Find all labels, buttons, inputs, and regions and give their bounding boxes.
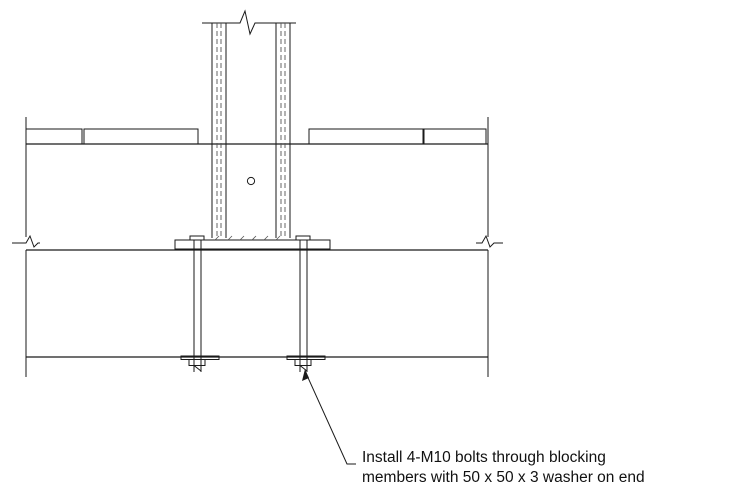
leader-line bbox=[302, 369, 356, 465]
note-line-1: Install 4-M10 bolts through blocking bbox=[362, 449, 606, 466]
right-bolt-head bbox=[295, 235, 311, 241]
lower-blocking-member bbox=[25, 250, 489, 377]
upper-beam bbox=[12, 117, 503, 251]
base-plate bbox=[174, 235, 331, 250]
steel-post bbox=[202, 9, 296, 238]
weld-marks bbox=[214, 235, 281, 241]
leader-arrowhead bbox=[302, 369, 309, 381]
note-line-2: members with 50 x 50 x 3 washer on end bbox=[362, 469, 645, 486]
post-hole bbox=[246, 176, 256, 186]
right-nut bbox=[294, 359, 312, 366]
left-break-symbol bbox=[12, 234, 40, 248]
bolt-installation-note: Install 4-M10 bolts through blocking mem… bbox=[362, 448, 645, 488]
post-top-break-symbol bbox=[202, 9, 296, 36]
left-bolt bbox=[180, 235, 220, 372]
right-bolt bbox=[286, 235, 326, 372]
left-bolt-head bbox=[189, 235, 205, 241]
post-hidden-lines bbox=[216, 23, 286, 236]
right-break-symbol bbox=[476, 234, 503, 248]
left-nut bbox=[188, 359, 206, 366]
decking-boards bbox=[25, 128, 487, 145]
